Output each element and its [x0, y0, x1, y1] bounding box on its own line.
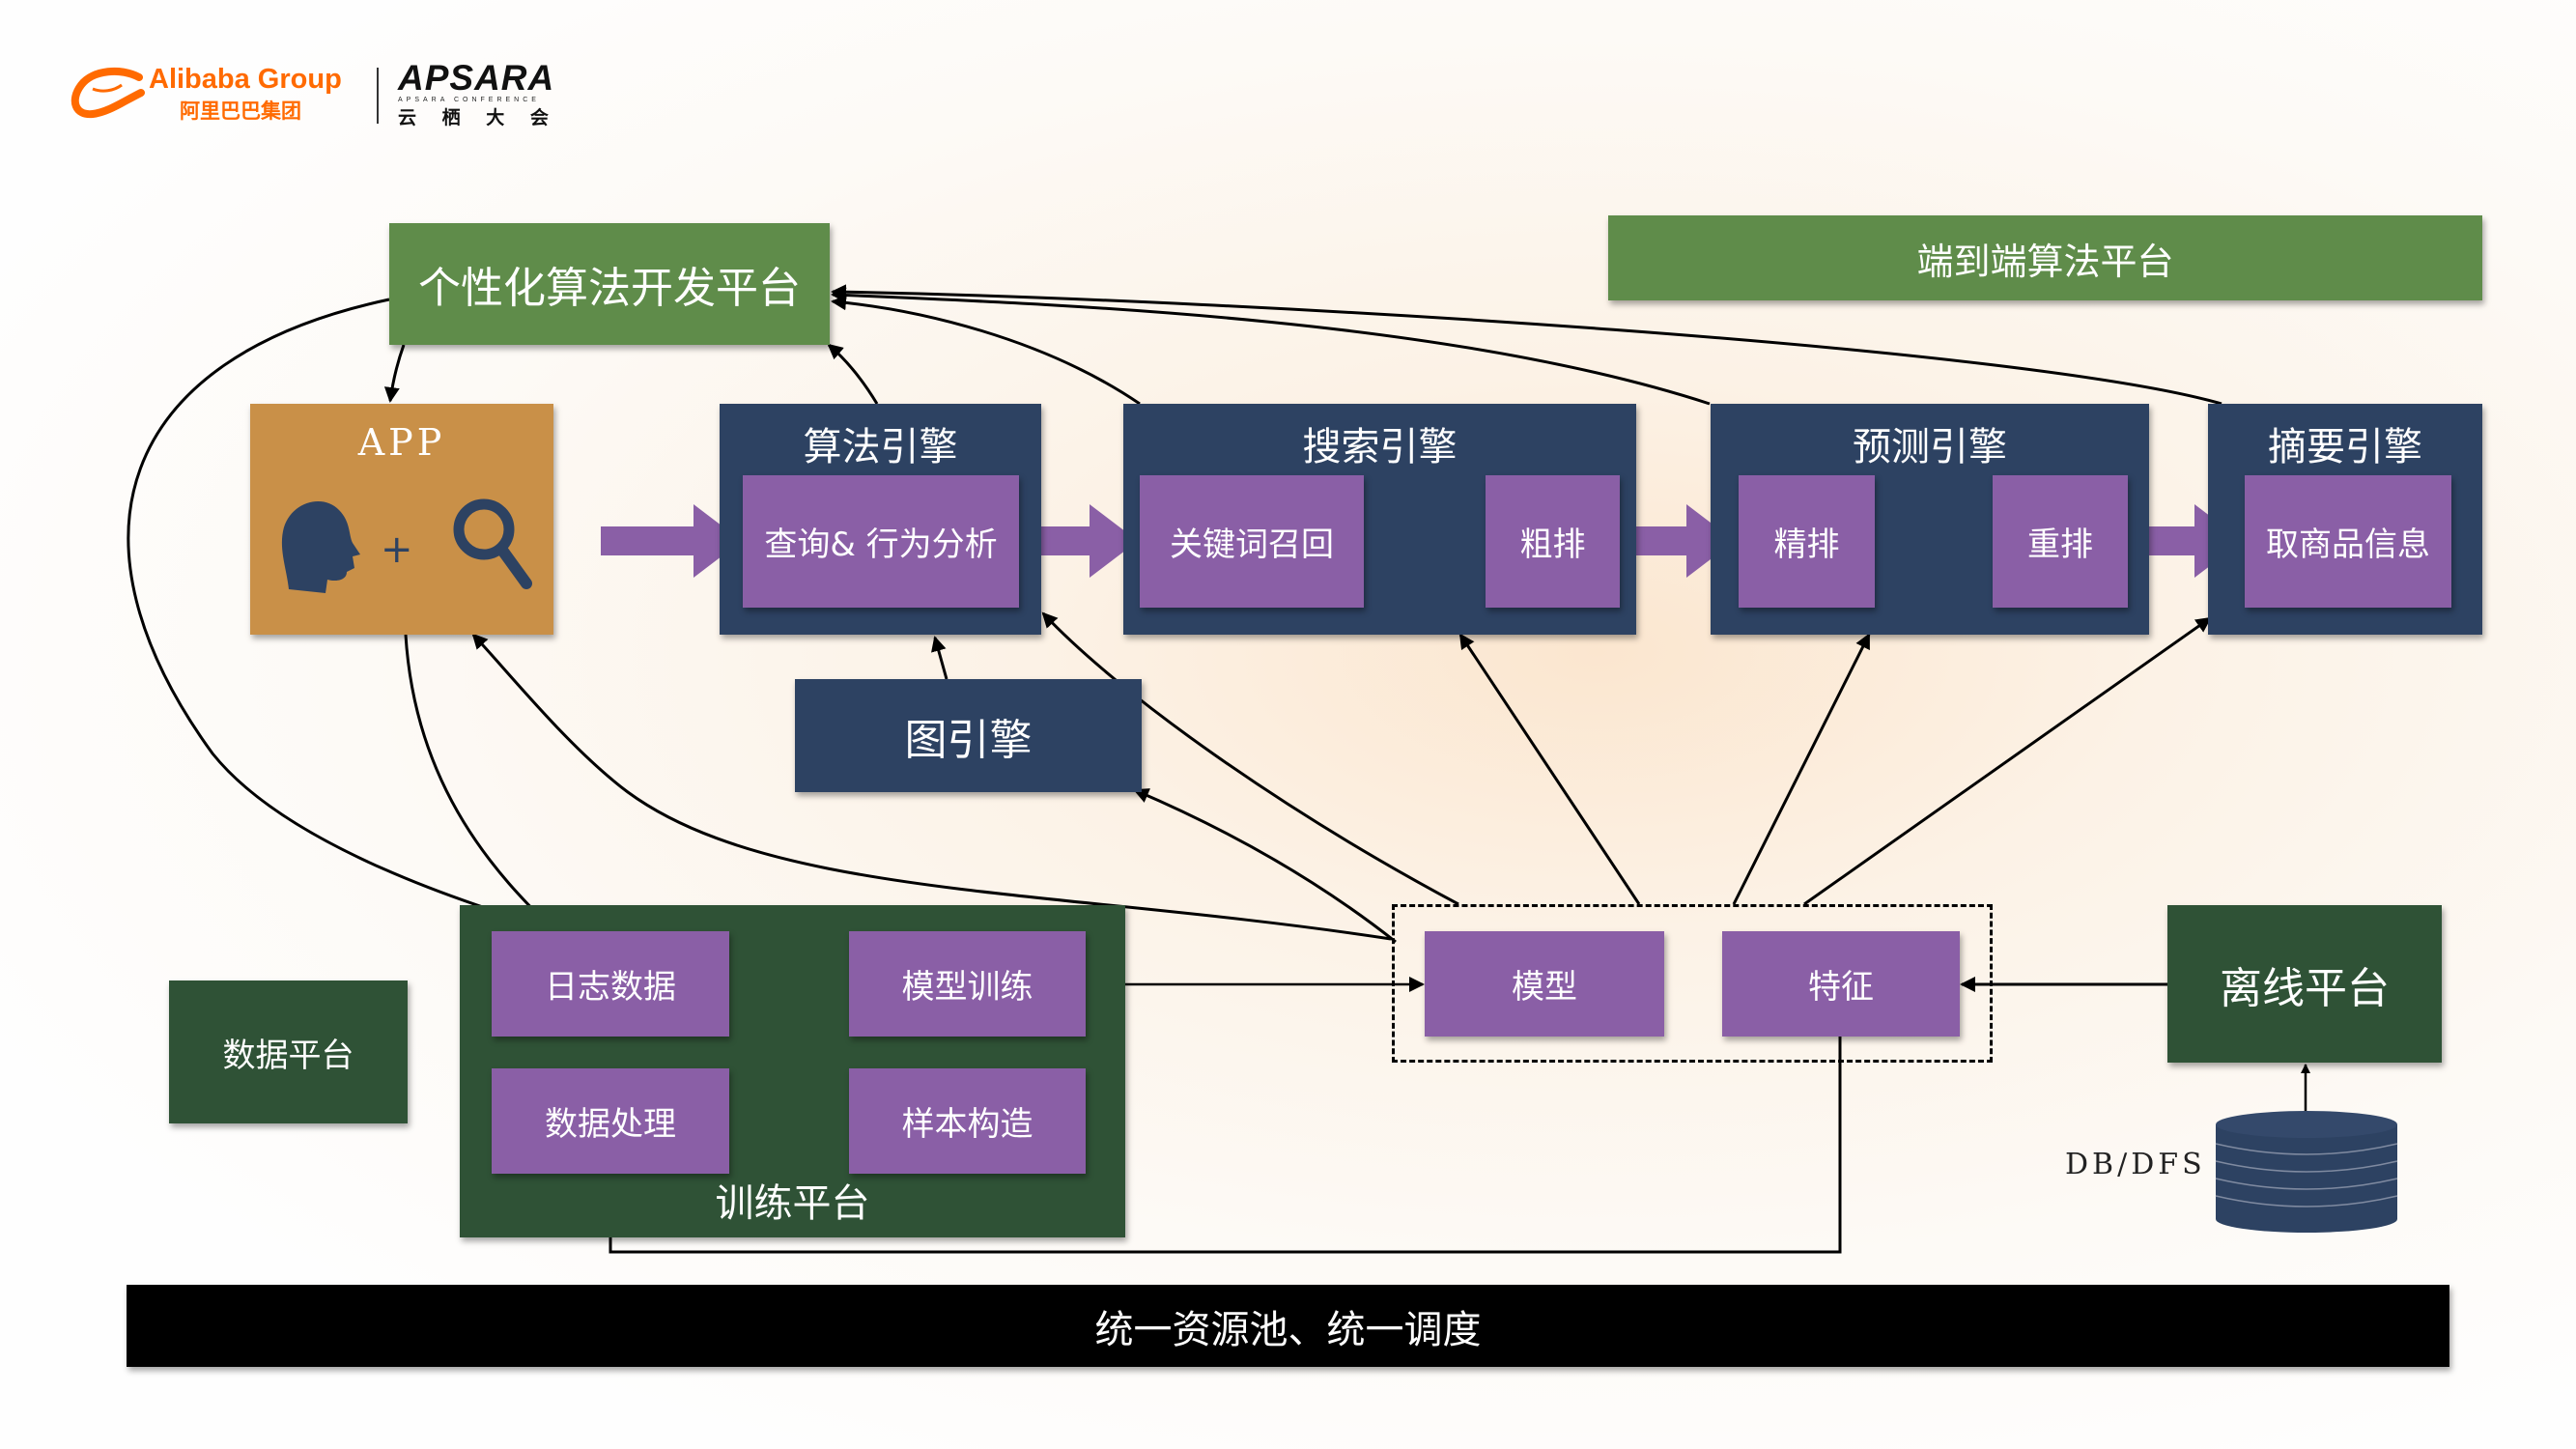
data-platform[interactable]: 数据平台 — [169, 980, 408, 1123]
model-training[interactable]: 模型训练 — [849, 931, 1086, 1037]
arrow-search-to-platform — [831, 295, 1141, 406]
step-keyword-recall[interactable]: 关键词召回 — [1140, 475, 1364, 608]
graph-engine[interactable]: 图引擎 — [795, 679, 1142, 792]
alibaba-logo-cn: 阿里巴巴集团 — [180, 99, 301, 123]
apsara-logo: APSARA APSARA CONFERENCE 云 栖 大 会 — [398, 58, 581, 129]
arrow-platform-to-app — [383, 344, 406, 403]
app-title: APP — [357, 421, 446, 464]
step-reranking[interactable]: 重排 — [1993, 475, 2128, 608]
step-fetch-item-info[interactable]: 取商品信息 — [2245, 475, 2451, 608]
training-platform-title: 训练平台 — [715, 1181, 870, 1226]
database-icon — [2215, 1111, 2398, 1233]
arrow-graph-to-algo — [931, 636, 948, 680]
apsara-cn: 云 栖 大 会 — [398, 107, 558, 128]
step-coarse-ranking[interactable]: 粗排 — [1486, 475, 1620, 608]
plus-sign: + — [381, 527, 413, 572]
arrow-predict-to-platform — [831, 287, 1711, 406]
arrow-feature-to-predict — [1732, 633, 1871, 905]
model-box[interactable]: 模型 — [1425, 931, 1664, 1037]
apsara-logo-text: APSARA — [398, 58, 555, 98]
feature-box[interactable]: 特征 — [1722, 931, 1960, 1037]
offline-platform[interactable]: 离线平台 — [2167, 905, 2442, 1063]
alibaba-logo-text: Alibaba Group — [149, 64, 342, 95]
arrow-app-to-logdata — [404, 634, 552, 929]
model-feature-group — [1392, 904, 1993, 1063]
algorithm-engine-title: 算法引擎 — [803, 425, 958, 469]
alibaba-swoosh-icon — [71, 67, 145, 119]
step-query-behavior-analysis[interactable]: 查询& 行为分析 — [743, 475, 1019, 608]
arrow-summary-to-platform — [831, 284, 2222, 406]
magnifier-icon — [453, 498, 532, 589]
summary-engine-title: 摘要引擎 — [2268, 425, 2422, 469]
search-engine-title: 搜索引擎 — [1302, 425, 1458, 469]
app-box[interactable]: APP + — [250, 404, 553, 635]
log-data[interactable]: 日志数据 — [492, 931, 729, 1037]
alibaba-logo: Alibaba Group 阿里巴巴集团 — [64, 64, 363, 123]
logo-divider — [377, 68, 379, 124]
end-to-end-algorithm-platform[interactable]: 端到端算法平台 — [1608, 215, 2482, 300]
arrow-model-to-graph — [1133, 788, 1397, 944]
flow-arrow-algo-to-search — [1028, 504, 1138, 578]
step-fine-ranking[interactable]: 精排 — [1739, 475, 1875, 608]
sample-construction[interactable]: 样本构造 — [849, 1068, 1086, 1174]
arrow-feature-to-summary — [1803, 616, 2212, 906]
arrow-algo-to-platform — [827, 343, 879, 405]
db-dfs-label: DB/DFS — [2065, 1148, 2206, 1181]
unified-resource-pool-bar[interactable]: 统一资源池、统一调度 — [127, 1285, 2449, 1367]
data-processing[interactable]: 数据处理 — [492, 1068, 729, 1174]
personalized-algorithm-platform[interactable]: 个性化算法开发平台 — [389, 223, 830, 345]
arrow-model-to-search — [1458, 633, 1641, 905]
prediction-engine-title: 预测引擎 — [1853, 425, 2007, 469]
head-icon — [281, 501, 360, 593]
apsara-subtitle: APSARA CONFERENCE — [398, 97, 540, 103]
